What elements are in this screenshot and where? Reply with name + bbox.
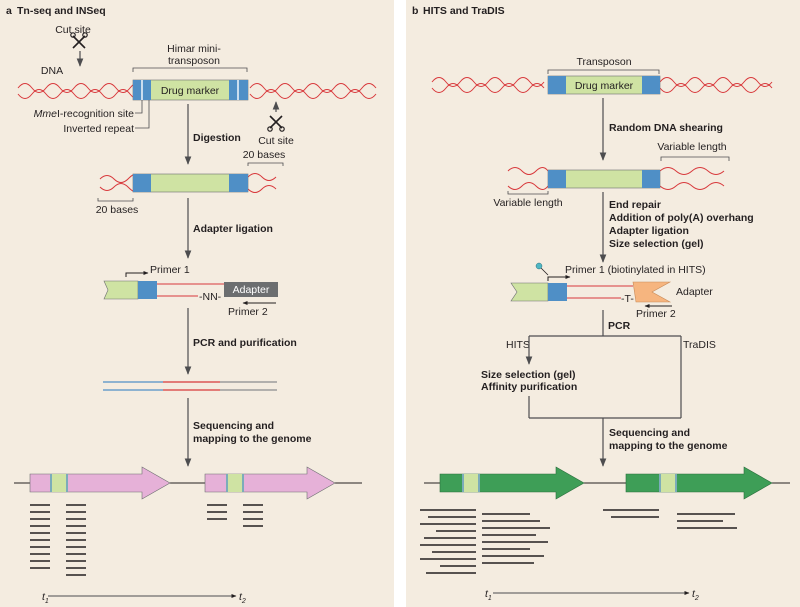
dna-strand-right-bottom <box>249 89 377 99</box>
step-size-selection-b: Size selection (gel) <box>481 369 576 381</box>
bases-right-label: 20 bases <box>243 149 286 161</box>
transposon-b-label: Transposon <box>576 56 631 68</box>
time-axis-b-t1: t1 <box>485 588 492 602</box>
mmei-leader <box>135 100 143 114</box>
sheared-ir-right <box>642 170 660 188</box>
step-list-item: Adapter ligation <box>609 225 689 237</box>
primer2-label: Primer 2 <box>228 306 268 318</box>
bases-left-label: 20 bases <box>96 204 139 216</box>
transposon-b-ir-right <box>642 76 660 94</box>
dna-b-right-bottom <box>659 83 773 93</box>
gene-b-2-insertion <box>659 474 677 492</box>
step-sequencing-b-line1: Sequencing and <box>609 427 690 439</box>
bases-left-bracket <box>97 198 134 202</box>
ligation-marker-end <box>103 280 139 300</box>
panel-b: b HITS and TraDIS Transposon Drug marker… <box>406 0 800 607</box>
primer2-b-label: Primer 2 <box>636 308 676 320</box>
transposon-label-line1: Himar mini- <box>167 43 221 55</box>
t-overhang-label: -T- <box>621 293 634 305</box>
dna-b-left-top <box>431 77 545 87</box>
dna-strand-left-top <box>17 83 145 93</box>
transposon-b-ir-left <box>548 76 566 94</box>
step-pcr-purification: PCR and purification <box>193 337 297 349</box>
adapter-label: Adapter <box>233 284 270 296</box>
drug-marker-label: Drug marker <box>161 85 220 97</box>
step-pcr-b: PCR <box>608 320 631 332</box>
step-list-item: End repair <box>609 199 661 211</box>
sheared-ir-left <box>548 170 566 188</box>
panel-a: a Tn-seq and INSeq Cut site DNA Himar mi… <box>0 0 394 607</box>
time-axis-a-t1: t1 <box>42 591 49 605</box>
drug-marker-b-label: Drug marker <box>575 80 634 92</box>
cut-site-right-label: Cut site <box>258 135 294 147</box>
panel-a-background <box>0 0 394 607</box>
fragment-strand-right-bottom <box>247 185 277 193</box>
scissors-icon <box>267 115 285 132</box>
scissors-icon <box>70 32 88 49</box>
step-list-item: Addition of poly(A) overhang <box>609 212 754 224</box>
dna-b-right-top <box>659 77 773 87</box>
panel-a-title: Tn-seq and INSeq <box>17 5 106 17</box>
fragment-ir-left <box>133 174 151 192</box>
step-list-item: Size selection (gel) <box>609 238 704 250</box>
variable-length-right: Variable length <box>657 141 726 153</box>
biotin-stem <box>540 267 549 276</box>
ligation-b-marker-end <box>510 282 549 302</box>
adapter-b-shape <box>632 281 672 303</box>
panel-a-letter: a <box>6 5 12 17</box>
adapter-box <box>224 282 278 297</box>
variable-length-left: Variable length <box>493 197 562 209</box>
step-adapter-ligation: Adapter ligation <box>193 223 273 235</box>
transposon-label-line2: transposon <box>168 55 220 67</box>
primer1-label: Primer 1 <box>150 264 190 276</box>
dna-strand-left-bottom <box>17 89 145 99</box>
panel-b-title: HITS and TraDIS <box>423 5 505 17</box>
dna-label: DNA <box>41 65 63 77</box>
step-sequencing-line1: Sequencing and <box>193 420 274 432</box>
reads-a <box>30 504 263 576</box>
adapter-b-label: Adapter <box>676 286 713 298</box>
sheared-left-bottom <box>507 182 549 190</box>
hits-label: HITS <box>506 339 530 351</box>
step-affinity-purification: Affinity purification <box>481 381 577 393</box>
transposon-bracket <box>132 67 248 72</box>
ligation-ir <box>138 281 157 299</box>
dna-strand-right-top <box>249 83 377 93</box>
primer1-b-label: Primer 1 (biotinylated in HITS) <box>565 264 706 276</box>
gene-b-1-insertion <box>462 474 480 492</box>
step-digestion: Digestion <box>193 132 241 144</box>
nn-label: -NN- <box>199 291 222 303</box>
primer1-b-arrow <box>547 275 571 281</box>
step-sequencing-b-line2: mapping to the genome <box>609 440 728 452</box>
ligation-b-ir <box>548 283 567 301</box>
time-axis-b-t2: t2 <box>692 588 699 602</box>
fragment-strand-right-top <box>247 173 277 181</box>
gene-1-insertion <box>50 474 68 492</box>
step-random-shearing: Random DNA shearing <box>609 122 723 134</box>
inverted-repeat-leader <box>135 100 150 129</box>
step-sequencing-line2: mapping to the genome <box>193 433 312 445</box>
gene-2-insertion <box>226 474 244 492</box>
inverted-repeat-label: Inverted repeat <box>63 123 134 135</box>
fragment-ir-right <box>229 174 248 192</box>
sheared-left-top <box>507 167 549 175</box>
primer1-arrow <box>125 271 149 277</box>
transposon-b-bracket <box>547 69 660 74</box>
dna-b-left-bottom <box>431 83 545 93</box>
cut-site-top-label: Cut site <box>55 24 91 36</box>
panel-b-letter: b <box>412 5 418 17</box>
reads-b <box>420 509 737 574</box>
variable-right-bracket <box>660 156 730 161</box>
sheared-right-bottom <box>659 182 725 190</box>
sheared-right-top <box>659 167 725 175</box>
mmei-label: MmeI-recognition site <box>34 108 135 120</box>
bases-right-bracket <box>247 162 284 166</box>
tradis-label: TraDIS <box>683 339 716 351</box>
time-axis-a-t2: t2 <box>239 591 246 605</box>
biotin-icon <box>535 262 543 270</box>
variable-left-bracket <box>507 191 549 195</box>
